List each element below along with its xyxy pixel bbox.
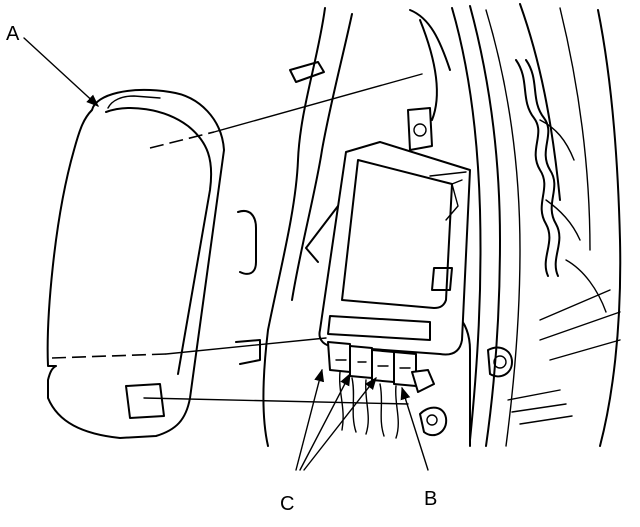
arrow-c-3 [303,377,377,471]
wiring-harness [515,59,607,313]
control-unit [305,107,471,356]
callout-label-c: C [280,493,294,515]
callout-label-b: B [424,488,437,510]
exploded-leader-lines [51,73,423,405]
arrow-b [400,386,429,471]
arrow-a [23,37,99,107]
callout-label-a: A [6,23,20,45]
callout-arrows [23,37,429,471]
cover [46,89,225,439]
connectors [327,341,435,439]
arrow-c-2 [299,372,351,471]
arrow-c-1 [295,368,325,471]
